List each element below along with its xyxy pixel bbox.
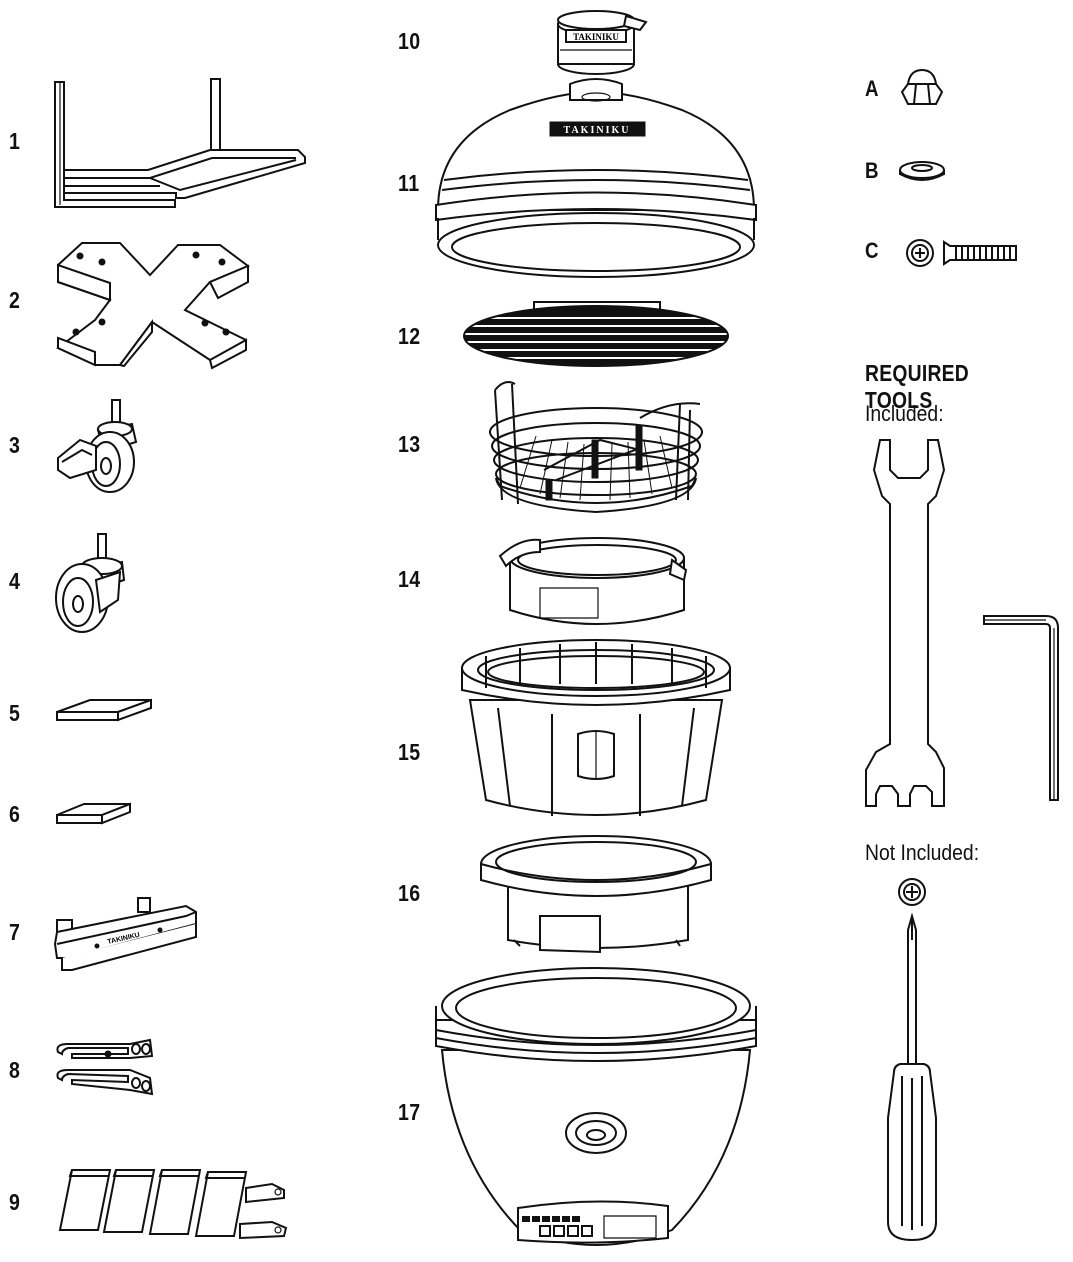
part-17-base <box>436 968 756 1245</box>
part-number-16: 16 <box>398 880 421 906</box>
part-9-side-shelf <box>60 1170 286 1238</box>
part-13-charcoal-basket <box>490 382 702 512</box>
part-6-short-shim <box>57 804 130 823</box>
not-included-label: Not Included: <box>865 840 980 865</box>
hardware-label-b: B <box>865 158 879 183</box>
part-number-2: 2 <box>9 287 21 313</box>
dome-emblem: TAKINIKU <box>550 122 645 136</box>
part-4-swivel-caster <box>56 534 124 632</box>
part-3-locking-caster <box>58 400 136 492</box>
part-8-hinge-brackets <box>57 1040 152 1094</box>
screwdriver-tool <box>888 879 936 1240</box>
vent-brand-text: TAKINIKU <box>573 32 619 42</box>
part-number-14: 14 <box>398 566 421 592</box>
part-14-fire-ring <box>500 538 686 624</box>
hardware-label-c: C <box>865 238 879 263</box>
part-number-12: 12 <box>398 323 421 349</box>
part-number-11: 11 <box>398 170 420 196</box>
part-10-top-vent: TAKINIKU <box>558 11 646 74</box>
hex-key-tool <box>984 616 1058 800</box>
part-12-cooking-grate <box>464 302 728 366</box>
hardware-b-washer <box>900 162 944 180</box>
part-number-17: 17 <box>398 1099 421 1125</box>
part-number-13: 13 <box>398 431 421 457</box>
part-2-cross-base <box>58 243 248 368</box>
part-number-7: 7 <box>9 919 21 945</box>
required-tools-heading: REQUIRED TOOLS <box>865 360 970 413</box>
part-number-4: 4 <box>9 568 21 594</box>
part-number-3: 3 <box>9 432 21 458</box>
wrench-tool <box>866 440 944 806</box>
dome-brand-text: TAKINIKU <box>564 125 631 136</box>
hardware-label-a: A <box>865 76 879 101</box>
part-number-8: 8 <box>9 1057 21 1083</box>
part-1-stand-frame <box>55 79 305 207</box>
hardware-a-acorn-nut <box>902 70 942 104</box>
hardware-c-bolt <box>907 240 1016 266</box>
part-number-5: 5 <box>9 700 21 726</box>
part-5-long-shim <box>57 700 151 720</box>
part-number-10: 10 <box>398 28 421 54</box>
part-11-dome: TAKINIKU <box>436 79 756 277</box>
part-7-handle: TAKINIKU <box>55 898 196 970</box>
part-number-15: 15 <box>398 739 421 765</box>
part-number-1: 1 <box>9 128 21 154</box>
included-label: Included: <box>865 401 944 426</box>
part-16-firebox-support <box>481 836 711 952</box>
part-15-firebox <box>462 640 730 816</box>
part-number-6: 6 <box>9 801 21 827</box>
part-number-9: 9 <box>9 1189 21 1215</box>
